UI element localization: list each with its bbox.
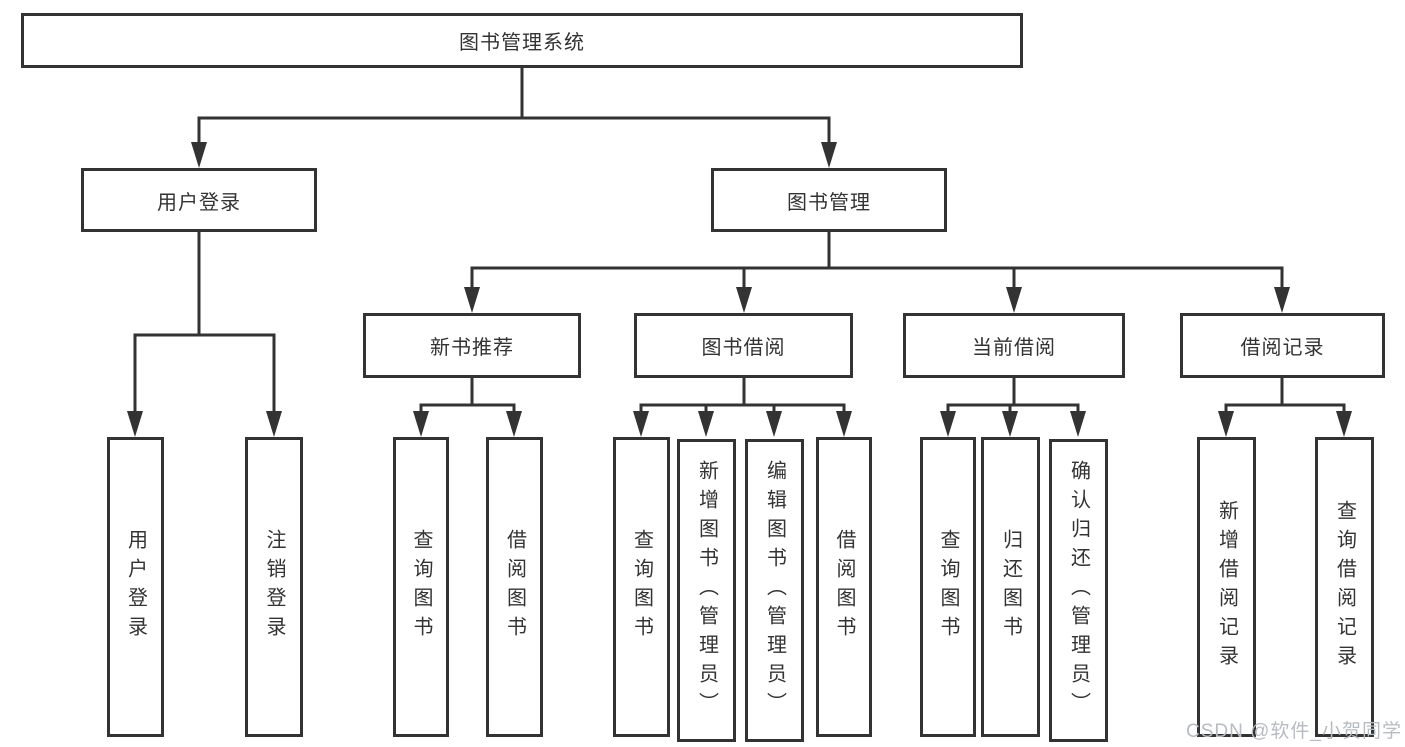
node-current-borrowing: 当前借阅 [903, 313, 1125, 378]
node-library-management-system: 图书管理系统 [21, 13, 1023, 68]
node-label: 借阅图书 [833, 529, 855, 645]
node-user-login: 用户登录 [81, 168, 317, 232]
leaf-user-login: 用户登录 [107, 437, 164, 737]
leaf-cb-return-books: 归还图书 [981, 437, 1040, 737]
leaf-bb-edit-books-admin: 编辑图书（管理员） [745, 439, 804, 742]
node-label: 查询图书 [410, 529, 432, 645]
node-label: 新书推荐 [430, 337, 514, 359]
node-book-management: 图书管理 [711, 168, 947, 232]
leaf-br-query-record: 查询借阅记录 [1315, 437, 1374, 737]
leaf-logout: 注销登录 [245, 437, 303, 737]
watermark: CSDN @软件_小贺同学 [1186, 721, 1402, 742]
node-label: 新增借阅记录 [1215, 500, 1238, 674]
leaf-nb-query-books: 查询图书 [393, 437, 449, 737]
node-label: 图书借阅 [701, 337, 786, 359]
node-label: 新增图书（管理员） [695, 460, 718, 721]
node-label: 查询借阅记录 [1333, 500, 1356, 674]
node-label: 注销登录 [263, 529, 285, 645]
node-label: 查询图书 [630, 529, 653, 645]
node-label: 图书管理系统 [459, 32, 585, 54]
node-label: 确认归还（管理员） [1067, 460, 1090, 721]
node-label: 图书管理 [787, 191, 871, 214]
leaf-cb-query-books: 查询图书 [920, 437, 976, 737]
node-new-book-recommendation: 新书推荐 [363, 313, 581, 378]
leaf-nb-borrow-books: 借阅图书 [486, 437, 543, 737]
leaf-br-add-record: 新增借阅记录 [1197, 437, 1256, 737]
node-borrow-records: 借阅记录 [1180, 313, 1385, 378]
node-book-borrowing: 图书借阅 [634, 313, 853, 378]
node-label: 用户登录 [124, 529, 147, 645]
leaf-cb-confirm-return-admin: 确认归还（管理员） [1049, 439, 1108, 742]
node-label: 借阅图书 [503, 529, 526, 645]
node-label: 查询图书 [937, 529, 959, 645]
leaf-bb-add-books-admin: 新增图书（管理员） [677, 439, 736, 742]
node-label: 用户登录 [157, 191, 241, 214]
node-label: 借阅记录 [1240, 337, 1325, 359]
node-label: 编辑图书（管理员） [763, 460, 786, 721]
leaf-bb-query-books: 查询图书 [613, 437, 670, 737]
leaf-bb-borrow-books: 借阅图书 [816, 437, 872, 737]
node-label: 当前借阅 [972, 337, 1056, 359]
node-label: 归还图书 [999, 529, 1022, 645]
